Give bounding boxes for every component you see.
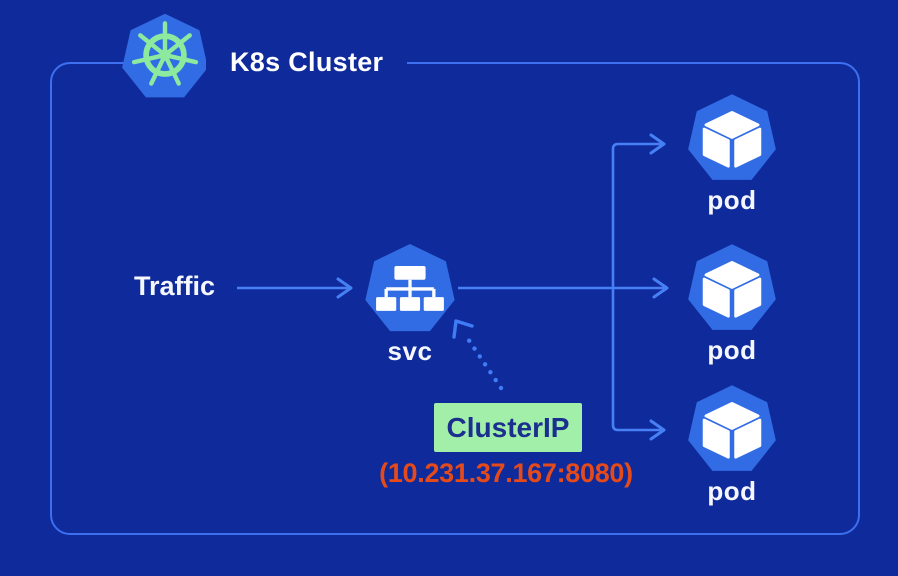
cluster-boundary — [50, 62, 860, 535]
service-node-label: svc — [387, 336, 433, 366]
kubernetes-logo-icon — [121, 12, 209, 99]
service-node: svc — [364, 244, 456, 367]
pod-node-top: pod — [687, 94, 777, 216]
pod-node-label: pod — [707, 185, 757, 215]
traffic-label: Traffic — [134, 271, 216, 301]
pod-cube-icon — [688, 94, 776, 180]
clusterip-badge-label: ClusterIP — [446, 411, 570, 443]
cluster-title: K8s Cluster — [206, 38, 408, 86]
pod-node-label: pod — [707, 335, 757, 365]
pod-cube-icon — [688, 244, 776, 330]
clusterip-address: (10.231.37.167:8080) — [379, 458, 633, 488]
pod-node-middle: pod — [687, 244, 777, 366]
clusterip-badge: ClusterIP — [434, 403, 582, 452]
pod-node-label: pod — [707, 476, 757, 506]
pod-cube-icon — [688, 385, 776, 471]
pod-node-bottom: pod — [687, 385, 777, 507]
service-tree-icon — [365, 244, 455, 332]
